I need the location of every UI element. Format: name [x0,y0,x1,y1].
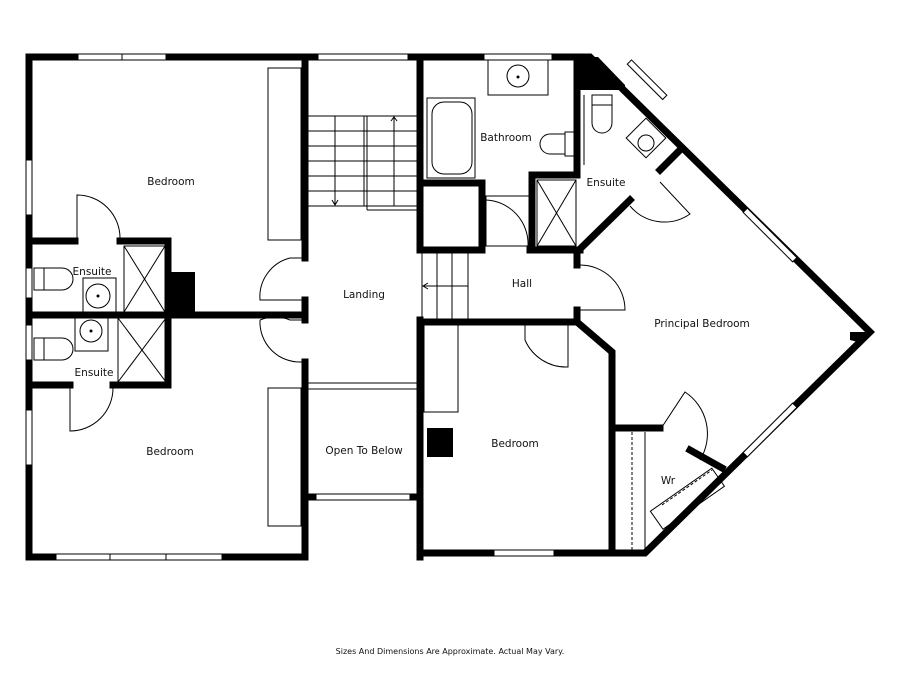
wardrobe-bottom-right [423,324,459,413]
room-label-bedroom-bottom-right: Bedroom [491,438,539,450]
room-label-ensuite-right: Ensuite [587,177,626,189]
doors [69,181,708,461]
room-label-open-to-below: Open To Below [325,445,403,457]
footer-note: Sizes And Dimensions Are Approximate. Ac… [336,647,565,656]
room-label-bedroom-bottom-left: Bedroom [146,446,194,458]
walls [25,53,875,561]
room-label-bathroom: Bathroom [480,132,532,144]
staircase [307,115,469,321]
room-label-wardrobe: Wr [661,475,676,487]
room-label-bedroom-top-left: Bedroom [147,176,195,188]
room-label-landing: Landing [343,289,385,301]
ensuite-right-sink [625,117,667,159]
wardrobe-bottom-left [267,387,302,527]
wardrobe-top-left [267,67,302,241]
room-label-ensuite-upper: Ensuite [73,266,112,278]
ensuite-upper-fixtures [33,245,166,313]
room-label-ensuite-lower: Ensuite [75,367,114,379]
room-label-principal-bedroom: Principal Bedroom [654,318,750,330]
fixtures [33,59,726,550]
room-label-hall: Hall [512,278,532,290]
bathtub [426,97,476,179]
ensuite-right-shower [536,179,577,247]
windows [25,53,798,561]
